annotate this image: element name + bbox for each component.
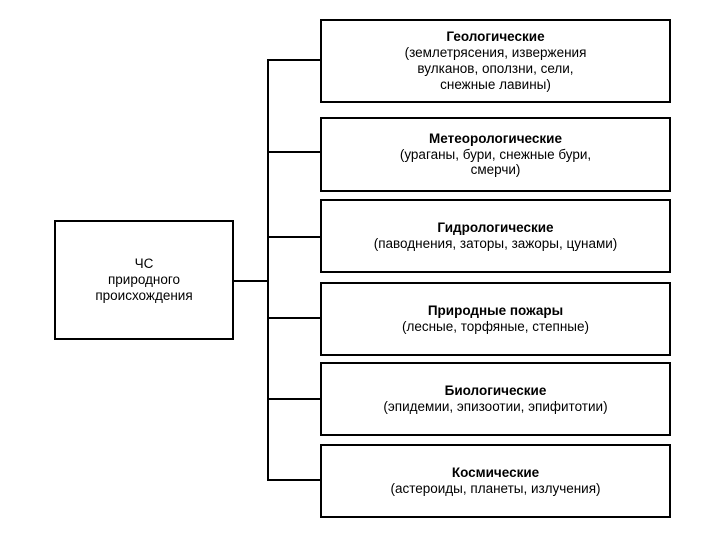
branch-connector-meteorological xyxy=(267,151,321,153)
category-title: Природные пожары xyxy=(427,303,564,319)
root-connector xyxy=(234,280,268,282)
root-box: ЧС природного происхождения xyxy=(54,220,234,340)
category-box-hydrological: Гидрологические (паводнения, заторы, заж… xyxy=(320,199,671,273)
category-desc-line: (лесные, торфяные, степные) xyxy=(401,319,590,334)
branch-connector-geological xyxy=(267,59,321,61)
category-desc-line: (ураганы, бури, снежные бури, xyxy=(399,146,592,162)
category-desc-line: (землетрясения, извержения xyxy=(404,45,587,61)
branch-connector-cosmic xyxy=(267,479,321,481)
root-line-1: ЧС xyxy=(134,256,154,272)
category-title: Метеорологические xyxy=(429,130,562,146)
category-box-biological: Биологические (эпидемии, эпизоотии, эпиф… xyxy=(320,362,671,436)
category-desc-line: смерчи) xyxy=(470,162,521,178)
vertical-trunk xyxy=(267,59,269,480)
category-box-wildfires: Природные пожары (лесные, торфяные, степ… xyxy=(320,282,671,356)
branch-connector-wildfires xyxy=(267,317,321,319)
category-title: Биологические xyxy=(444,383,547,399)
category-box-meteorological: Метеорологические (ураганы, бури, снежны… xyxy=(320,117,671,192)
category-desc-line: (паводнения, заторы, зажоры, цунами) xyxy=(373,236,618,251)
category-desc-line: (эпидемии, эпизоотии, эпифитотии) xyxy=(383,399,608,414)
category-title: Космические xyxy=(451,465,540,481)
branch-connector-hydrological xyxy=(267,236,321,238)
category-title: Геологические xyxy=(446,29,545,45)
category-title: Гидрологические xyxy=(437,220,554,236)
root-line-2: природного xyxy=(107,272,181,288)
branch-connector-biological xyxy=(267,398,321,400)
category-desc-line: снежные лавины) xyxy=(440,76,551,92)
root-line-3: происхождения xyxy=(95,287,193,303)
category-desc-line: вулканов, оползни, сели, xyxy=(417,61,574,76)
category-box-cosmic: Космические (астероиды, планеты, излучен… xyxy=(320,444,671,518)
category-desc-line: (астероиды, планеты, излучения) xyxy=(390,481,601,496)
category-box-geological: Геологические (землетрясения, извержения… xyxy=(320,19,671,103)
